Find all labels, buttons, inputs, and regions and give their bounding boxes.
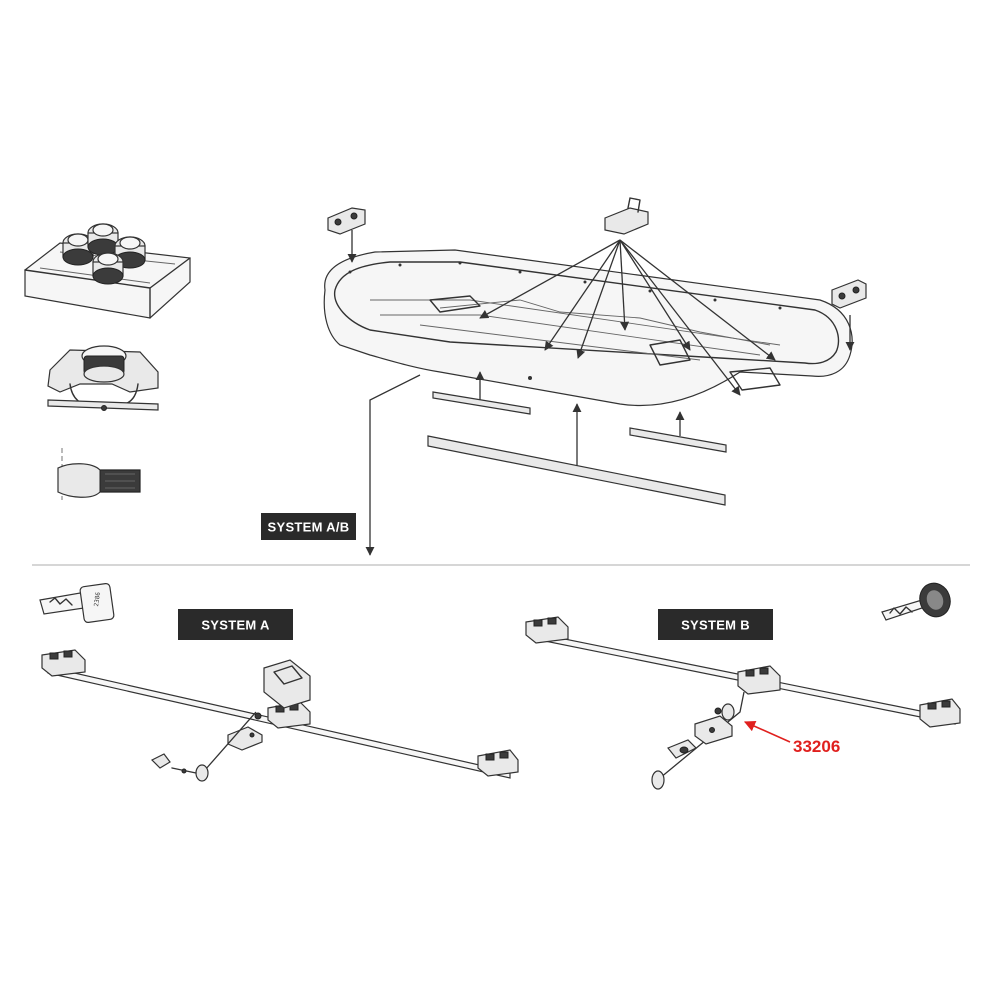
- system-a-text: SYSTEM A: [201, 618, 270, 633]
- latch-clip-right: [831, 279, 867, 351]
- system-b-label: SYSTEM B: [658, 609, 773, 640]
- callout-arrow: [743, 720, 791, 743]
- key-system-b: [881, 582, 951, 621]
- bottom-rails: [427, 371, 727, 506]
- clamp-with-knob: [47, 345, 159, 411]
- system-ab-text: SYSTEM A/B: [268, 520, 350, 535]
- strap-detail: [57, 448, 141, 500]
- part-number-33206: 33206: [793, 737, 840, 756]
- system-b-text: SYSTEM B: [681, 618, 750, 633]
- bracket-indicator-lines: [479, 239, 776, 396]
- key-a-text: 2386: [93, 591, 102, 607]
- system-b-rod-assembly: [525, 616, 961, 790]
- system-a-label: SYSTEM A: [178, 609, 293, 640]
- part-callout: 33206: [743, 720, 840, 756]
- mounting-base-with-knobs: [24, 223, 191, 319]
- latch-clip-left: [327, 207, 366, 263]
- system-ab-label: SYSTEM A/B: [261, 513, 356, 540]
- system-a-rod-assembly: [41, 649, 519, 782]
- key-system-a: 2386: [39, 583, 115, 623]
- center-bracket: [604, 197, 649, 235]
- system-arrow: [365, 374, 421, 556]
